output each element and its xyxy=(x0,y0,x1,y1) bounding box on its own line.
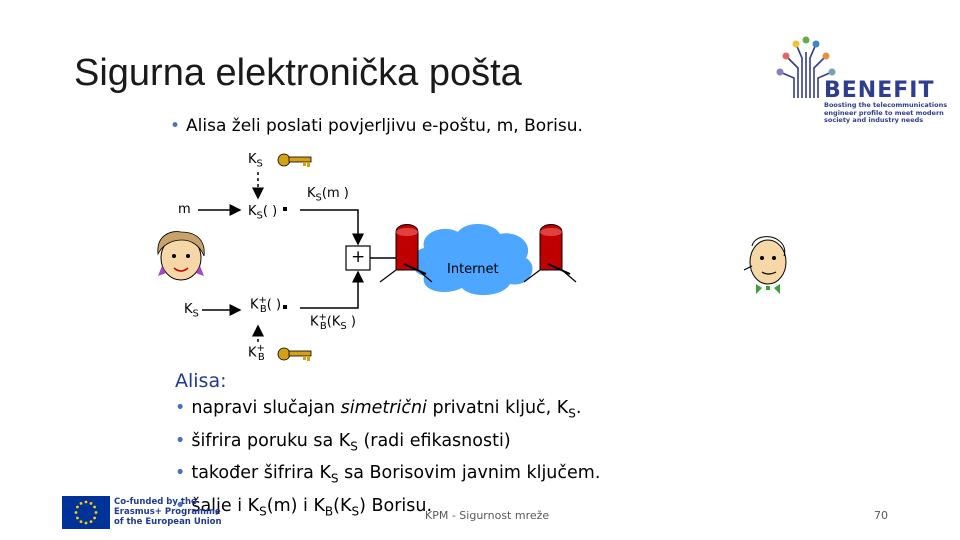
kb-key-label: K+B xyxy=(248,343,265,363)
slide-title: Sigurna elektronička pošta xyxy=(74,52,522,94)
kb-key-icon xyxy=(277,347,312,361)
page-number: 70 xyxy=(874,509,888,522)
internet-label: Internet xyxy=(447,262,499,277)
ks-key-icon xyxy=(277,153,312,167)
footer-text: KPM - Sigurnost mreže xyxy=(425,509,550,522)
combine-box xyxy=(345,245,371,271)
eu-cofunded-text: Co-funded by the Erasmus+ Programme of t… xyxy=(114,497,222,527)
kb-ks-label: K+B(KS ) xyxy=(310,312,356,332)
ks-top-label: KS xyxy=(248,152,263,170)
ksm-path xyxy=(300,209,364,246)
plus-symbol: + xyxy=(351,247,366,267)
ks-output-dot xyxy=(283,207,287,211)
benefit-wordmark: BENEFIT xyxy=(824,78,935,103)
bullet-icon: • xyxy=(170,116,181,136)
alice-steps: Alisa: •napravi slučajan simetrični priv… xyxy=(175,368,600,525)
benefit-tagline: Boosting the telecommunications engineer… xyxy=(824,101,948,124)
intro-label: Alisa želi poslati povjerljivu e-poštu, … xyxy=(186,116,583,136)
kb-encrypt-label: K+B( ) xyxy=(250,295,282,315)
step-item: •šifrira poruku sa KS (radi efikasnosti) xyxy=(175,430,511,454)
eu-flag-icon xyxy=(62,496,110,529)
kb-output-dot xyxy=(283,305,287,309)
intro-text: •Alisa želi poslati povjerljivu e-poštu,… xyxy=(170,116,583,136)
router-right-icon xyxy=(523,224,577,283)
alice-icon xyxy=(157,231,205,281)
steps-heading: Alisa: xyxy=(175,370,227,392)
m-label: m xyxy=(178,202,191,217)
router-left-icon xyxy=(379,224,433,283)
kbks-path xyxy=(300,270,364,309)
bob-icon xyxy=(743,236,787,294)
ks-m-label: KS(m ) xyxy=(307,186,349,204)
step-item: •napravi slučajan simetrični privatni kl… xyxy=(175,398,582,421)
step-item: •također šifrira KS sa Borisovim javnim … xyxy=(175,463,601,486)
ks-left-label: KS xyxy=(184,302,199,320)
ks-encrypt-label: KS( ) xyxy=(248,204,278,222)
step-item: •šalje i KS(m) i KB(KS) Borisu. xyxy=(175,495,433,519)
benefit-logo xyxy=(768,28,944,132)
internet-cloud xyxy=(412,223,533,296)
